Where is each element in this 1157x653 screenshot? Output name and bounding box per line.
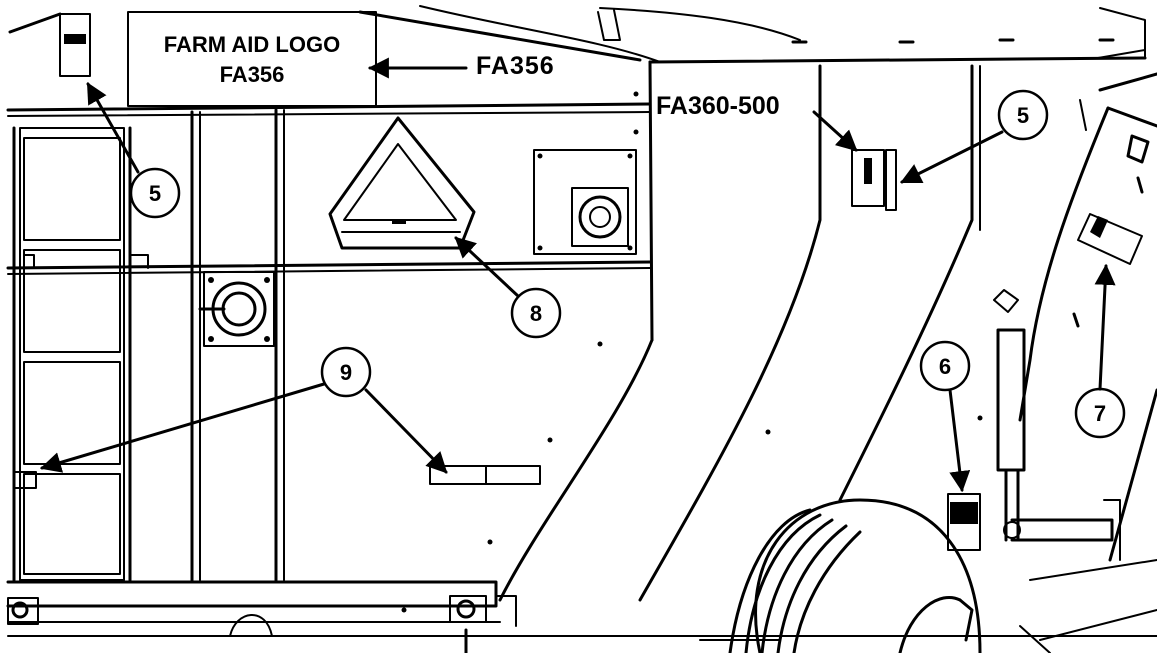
callout-7-number: 7 <box>1094 401 1106 426</box>
callout-6: 6 <box>919 340 971 493</box>
machine-line-art <box>6 5 1157 653</box>
callout-5-left-number: 5 <box>149 181 161 206</box>
callout-5-right: 5 <box>900 89 1049 184</box>
callout-6-number: 6 <box>939 354 951 379</box>
callout-5-right-number: 5 <box>1017 103 1029 128</box>
callout-8: 8 <box>454 236 562 339</box>
callout-5-left: 5 <box>86 82 181 219</box>
callout-7: 7 <box>1074 263 1126 439</box>
callout-9-number: 9 <box>340 360 352 385</box>
pointer-label-fa356: FA356 <box>476 52 555 80</box>
callout-8-number: 8 <box>530 301 542 326</box>
callout-9: 9 <box>39 346 448 474</box>
arrow-fa360-500 <box>812 110 858 152</box>
pointer-label-fa360-500: FA360-500 <box>656 92 780 120</box>
logo-label-line1: FARM AID LOGO <box>164 32 340 57</box>
logo-label-line2: FA356 <box>220 62 285 87</box>
